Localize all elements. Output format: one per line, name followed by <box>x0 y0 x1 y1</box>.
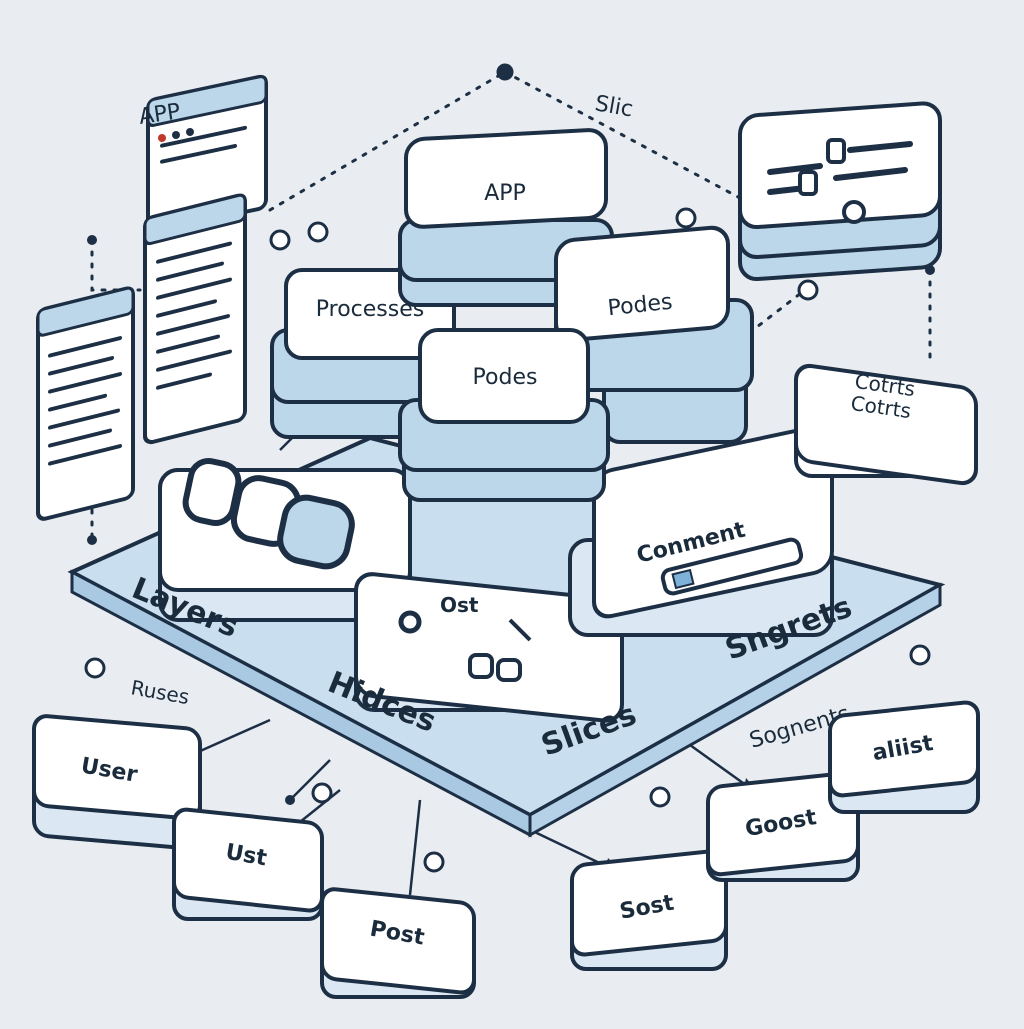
node-sost: Sost <box>570 849 728 971</box>
link-platform-goost <box>689 743 751 790</box>
node-aliist: aliist <box>828 700 980 814</box>
ost-card: Ost <box>354 572 624 723</box>
node-ust: Ust <box>172 807 324 921</box>
app-label: APP <box>484 181 526 206</box>
node-user: User <box>32 714 202 851</box>
dot-node <box>87 235 97 245</box>
link-platform-ust-b <box>289 759 331 801</box>
dot-node <box>285 795 295 805</box>
comment-input-bar <box>660 537 804 596</box>
cotrts-block: Cotrts Cotrts <box>794 363 978 486</box>
node-goost: Goost <box>706 771 860 882</box>
podes-center-block: Podes <box>398 328 610 502</box>
dot-node <box>87 535 97 545</box>
circle-node <box>311 782 333 804</box>
dotted-link-left <box>90 238 142 292</box>
circle-node <box>269 229 291 251</box>
comment-card: Conment <box>568 424 834 637</box>
link-platform-post <box>408 799 422 896</box>
circle-node <box>423 851 445 873</box>
node-post: Post <box>320 887 476 999</box>
circle-node <box>909 644 931 666</box>
label-ruses: Ruses <box>129 675 191 709</box>
label-app-top-left: APP <box>137 99 182 130</box>
circle-nodes <box>84 63 931 873</box>
circle-node <box>649 786 671 808</box>
pill-3 <box>277 494 355 570</box>
circle-node <box>307 221 329 243</box>
circle-node <box>496 63 514 81</box>
circle-node <box>84 657 106 679</box>
podes-center-label: Podes <box>473 365 538 390</box>
window-panel-middle <box>143 193 247 445</box>
window-panel-top <box>146 74 268 234</box>
window-panel-left <box>36 286 135 521</box>
dotted-link-top-left <box>268 70 507 212</box>
pills-card <box>158 458 412 622</box>
circle-node <box>797 279 819 301</box>
ost-card-label: Ost <box>440 593 479 617</box>
settings-block <box>738 101 942 282</box>
dotted-link-top-right <box>503 70 742 200</box>
circle-node <box>675 207 697 229</box>
label-slices-top: Slic <box>593 91 635 122</box>
